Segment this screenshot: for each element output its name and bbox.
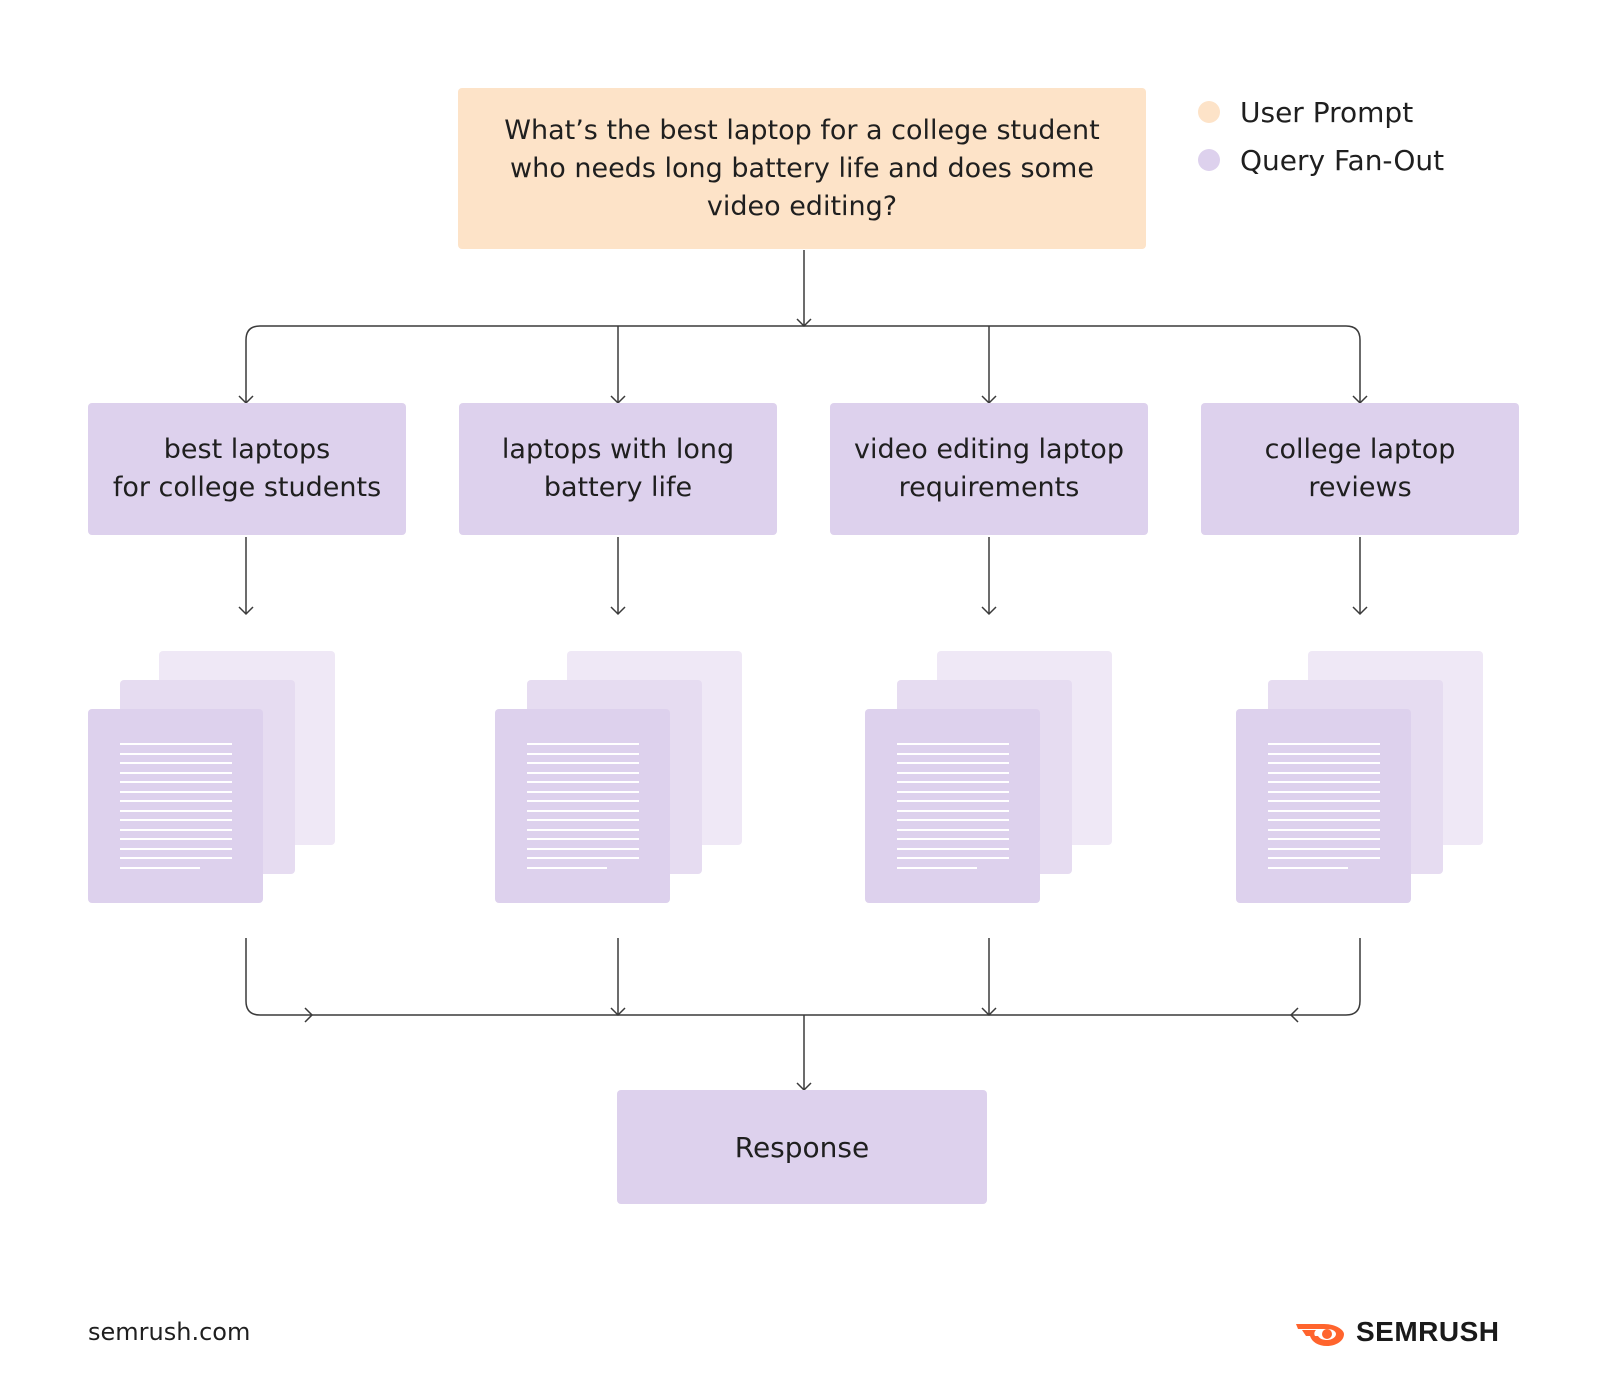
response-box: Response [617,1090,987,1204]
query-label: video editing laptop requirements [854,434,1124,503]
legend-label: Query Fan-Out [1240,143,1445,177]
legend-dot-user-prompt [1198,101,1220,123]
footer-url: semrush.com [88,1318,251,1346]
semrush-logo: SEMRUSH [1294,1316,1500,1348]
brand-wordmark: SEMRUSH [1356,1316,1500,1347]
legend-item-user-prompt: User Prompt [1198,88,1444,136]
user-prompt-box: What’s the best laptop for a college stu… [458,88,1146,249]
legend: User Prompt Query Fan-Out [1198,88,1444,184]
legend-item-query-fan-out: Query Fan-Out [1198,136,1444,184]
query-box-college-reviews: college laptop reviews [1201,403,1519,535]
legend-label: User Prompt [1240,95,1414,129]
query-label: best laptops for college students [112,434,382,503]
query-label: laptops with long battery life [501,434,735,503]
query-label: college laptop reviews [1264,434,1456,503]
legend-dot-query-fan-out [1198,149,1220,171]
response-label: Response [734,1130,870,1164]
document-icon [865,709,1040,903]
document-icon [1236,709,1411,903]
query-box-video-editing: video editing laptop requirements [830,403,1148,535]
document-icon [495,709,670,903]
document-icon [88,709,263,903]
semrush-flame-icon [1296,1324,1344,1346]
query-box-best-laptops: best laptops for college students [88,403,406,535]
user-prompt-text: What’s the best laptop for a college stu… [504,114,1100,222]
query-box-long-battery: laptops with long battery life [459,403,777,535]
